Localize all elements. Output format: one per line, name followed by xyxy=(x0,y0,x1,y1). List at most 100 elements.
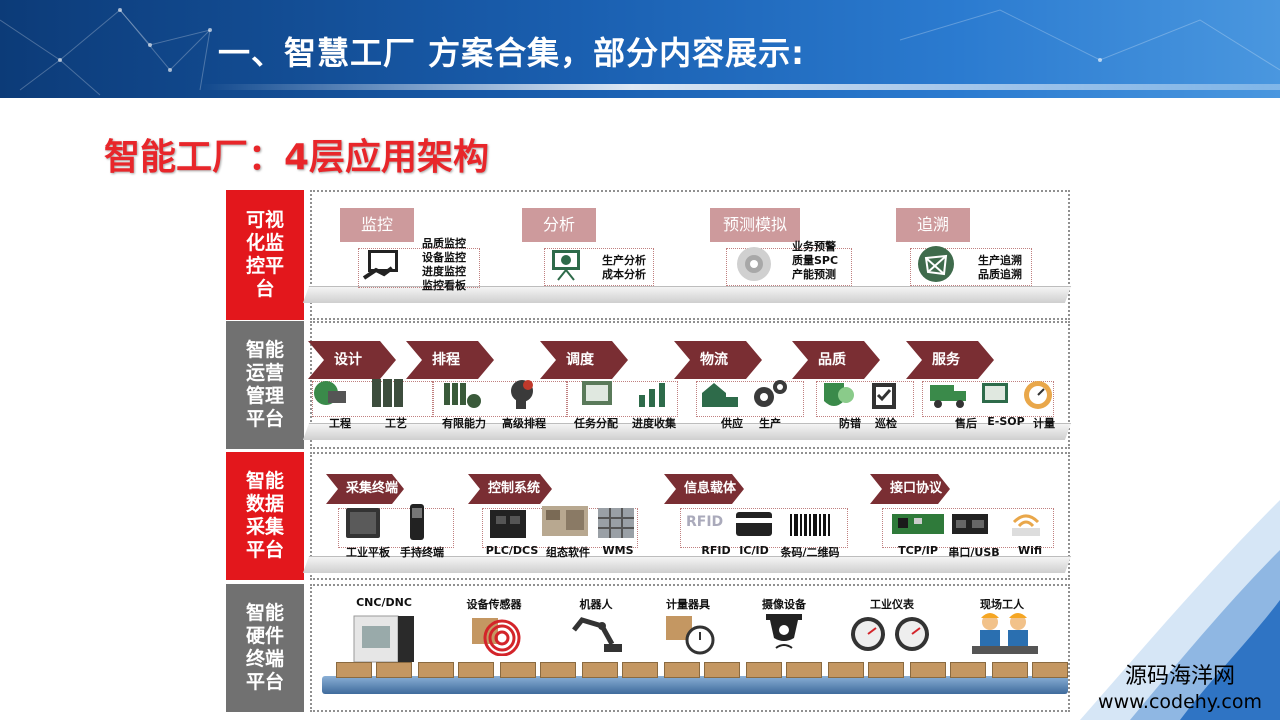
hardware-instrument: 工业仪表 xyxy=(870,598,914,611)
layer-label-hardware: 智能硬件终端平台 xyxy=(226,584,304,712)
task-board-icon xyxy=(582,381,612,405)
layer-label-operation: 智能运营管理平台 xyxy=(226,321,304,449)
item-rfid: RFID xyxy=(701,544,731,557)
item-after-sales: 售后 xyxy=(955,417,977,430)
group-title-interface: 接口协议 xyxy=(870,474,950,504)
group-items-trace: 生产追溯品质追溯 xyxy=(978,254,1022,281)
esop-screen-icon xyxy=(982,383,1008,403)
step-design: 设计 xyxy=(308,341,396,379)
item-advanced-scheduling: 高级排程 xyxy=(502,417,546,430)
cargo-box xyxy=(992,662,1028,678)
group-title-analysis: 分析 xyxy=(522,208,596,242)
layer-visual-monitoring: 可视化监控平台 监控 品质监控设备监控 进度监控监控看板 分析 生产分析成本分析… xyxy=(226,190,1076,320)
item-industrial-tablet: 工业平板 xyxy=(346,546,390,559)
group-box xyxy=(566,381,678,417)
plc-board-icon xyxy=(490,510,526,538)
hardware-measuring: 计量器具 xyxy=(666,598,710,611)
warehouse-truck-icon xyxy=(702,383,738,407)
monitor-hand-icon xyxy=(362,250,398,280)
item-metering: 计量 xyxy=(1033,417,1055,430)
header-shine xyxy=(200,84,1280,90)
barcode-icon xyxy=(790,514,830,536)
cargo-box xyxy=(868,662,904,678)
globe-computer-icon xyxy=(314,381,346,405)
rfid-icon: RFID xyxy=(686,514,724,530)
item-supply: 供应 xyxy=(721,417,743,430)
item-wifi: Wifi xyxy=(1017,544,1043,557)
header-banner: 一、智慧工厂 方案合集，部分内容展示: xyxy=(0,0,1280,98)
item-tcp-ip: TCP/IP xyxy=(898,544,938,557)
bar-chart-icon xyxy=(639,383,665,407)
group-box xyxy=(816,381,914,417)
cnc-machine-icon xyxy=(353,615,414,663)
layer-data-collection: 智能数据采集平台 采集终端 控制系统 信息载体 接口协议 RFID 工业平板 手… xyxy=(226,452,1076,580)
gauges-icon xyxy=(851,617,929,651)
network-card-icon xyxy=(892,514,944,534)
robot-arm-icon xyxy=(572,617,622,652)
watermark-line1: 源码海洋网 xyxy=(1124,664,1235,689)
group-box xyxy=(910,248,1032,286)
cargo-box xyxy=(582,662,618,678)
watermark-line2: www.codehy.com xyxy=(1098,691,1262,713)
camera-icon xyxy=(766,614,802,649)
layer-hardware-terminal: 智能硬件终端平台 CNC/DNC 设备传感器 机器人 计量器具 摄像设备 工业仪… xyxy=(226,584,1076,712)
serial-usb-icon xyxy=(952,514,988,534)
item-engineering: 工程 xyxy=(329,417,351,430)
group-title-collect-terminal: 采集终端 xyxy=(326,474,404,504)
group-items-analysis: 生产分析成本分析 xyxy=(602,254,646,281)
cargo-box xyxy=(786,662,822,678)
cargo-box xyxy=(704,662,740,678)
workers-icon xyxy=(972,613,1038,654)
layer-frame xyxy=(310,190,1070,320)
cargo-box xyxy=(418,662,454,678)
hardware-sensor: 设备传感器 xyxy=(466,598,522,611)
head-gear-icon xyxy=(511,380,533,409)
shield-check-icon xyxy=(824,383,854,406)
sensor-device-icon xyxy=(472,618,521,656)
item-plc-dcs: PLC/DCS xyxy=(485,544,539,557)
group-box xyxy=(544,248,654,286)
item-inspection: 巡检 xyxy=(875,417,897,430)
item-handheld-terminal: 手持终端 xyxy=(400,546,444,559)
item-task-assign: 任务分配 xyxy=(574,417,618,430)
item-ic-id: IC/ID xyxy=(739,544,769,557)
group-box xyxy=(338,508,454,548)
industrial-tablet-icon xyxy=(346,508,380,538)
brain-gear-icon xyxy=(737,247,771,281)
item-barcode-qr: 条码/二维码 xyxy=(780,546,840,559)
cargo-box xyxy=(336,662,372,678)
layer-frame xyxy=(310,321,1070,449)
step-logistics: 物流 xyxy=(674,341,762,379)
group-box xyxy=(680,508,848,548)
layer-operation-management: 智能运营管理平台 设计 排程 调度 物流 品质 服务 xyxy=(226,321,1076,449)
ic-card-icon xyxy=(736,512,772,536)
cargo-box xyxy=(910,662,946,678)
item-process: 工艺 xyxy=(385,417,407,430)
group-title-info-carrier: 信息载体 xyxy=(664,474,744,504)
conveyor-belt xyxy=(322,676,1068,694)
page-title: 一、智慧工厂 方案合集，部分内容展示: xyxy=(218,34,805,72)
cargo-box xyxy=(540,662,576,678)
item-serial-usb: 串口/USB xyxy=(948,546,1000,559)
network-globe-icon xyxy=(918,246,954,282)
group-title-monitor: 监控 xyxy=(340,208,414,242)
network-background-graphic xyxy=(0,8,1280,96)
group-box xyxy=(922,381,1054,417)
platform-bar xyxy=(302,286,1072,303)
presentation-board-icon xyxy=(552,250,580,281)
hardware-worker: 现场工人 xyxy=(980,598,1024,611)
gauge-meter-icon xyxy=(1024,381,1052,409)
cargo-box xyxy=(1032,662,1068,678)
cargo-box xyxy=(950,662,986,678)
group-title-trace: 追溯 xyxy=(896,208,970,242)
decorative-swoosh xyxy=(1080,500,1280,720)
item-esop: E-SOP xyxy=(987,415,1025,428)
item-production: 生产 xyxy=(759,417,781,430)
item-progress-collect: 进度收集 xyxy=(632,417,676,430)
cargo-box xyxy=(500,662,536,678)
hardware-camera: 摄像设备 xyxy=(762,598,806,611)
watermark: 源码海洋网 www.codehy.com xyxy=(1080,664,1280,714)
group-box xyxy=(432,381,568,417)
scada-machine-icon xyxy=(542,506,588,536)
wifi-router-icon xyxy=(1012,514,1040,536)
